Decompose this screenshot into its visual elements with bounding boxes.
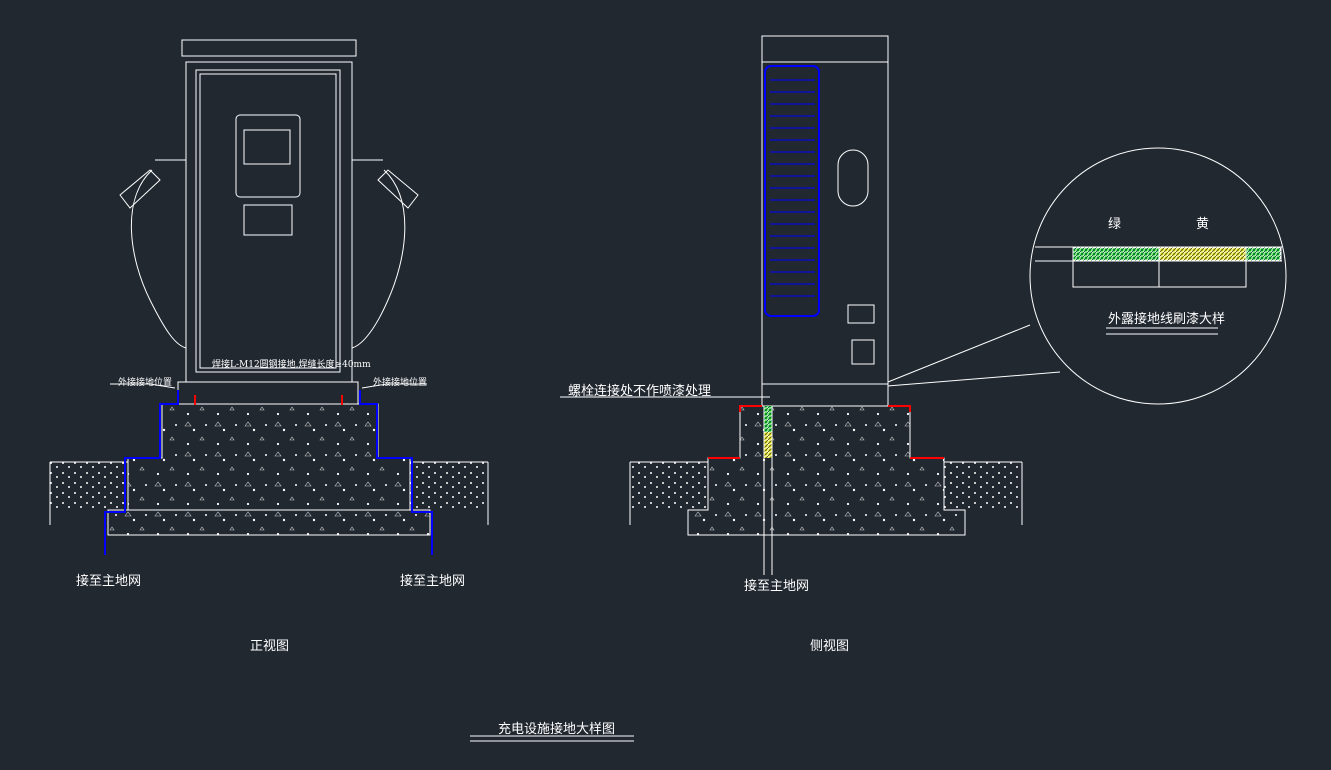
drawing-title: 充电设施接地大样图 xyxy=(498,722,616,737)
front-view-drawing xyxy=(49,39,489,555)
side-ground-label: 接至主地网 xyxy=(744,579,810,594)
right-ground-position-label: 外接接地位置 xyxy=(373,378,428,388)
bolt-note: 螺栓连接处不作喷漆处理 xyxy=(568,384,712,399)
side-view-title: 侧视图 xyxy=(810,639,850,654)
left-ground-position-label: 外接接地位置 xyxy=(118,378,173,388)
ground-label-left: 接至主地网 xyxy=(76,574,142,589)
green-label: 绿 xyxy=(1108,217,1122,232)
weld-note: 焊接L-M12圆钢接地,焊缝长度≥40mm xyxy=(212,360,371,370)
title-underline xyxy=(470,735,634,742)
yellow-label: 黄 xyxy=(1196,217,1210,232)
front-view-title: 正视图 xyxy=(250,639,290,654)
side-view-drawing xyxy=(560,35,1287,575)
ground-label-right: 接至主地网 xyxy=(400,574,466,589)
detail-caption: 外露接地线刷漆大样 xyxy=(1108,312,1226,327)
